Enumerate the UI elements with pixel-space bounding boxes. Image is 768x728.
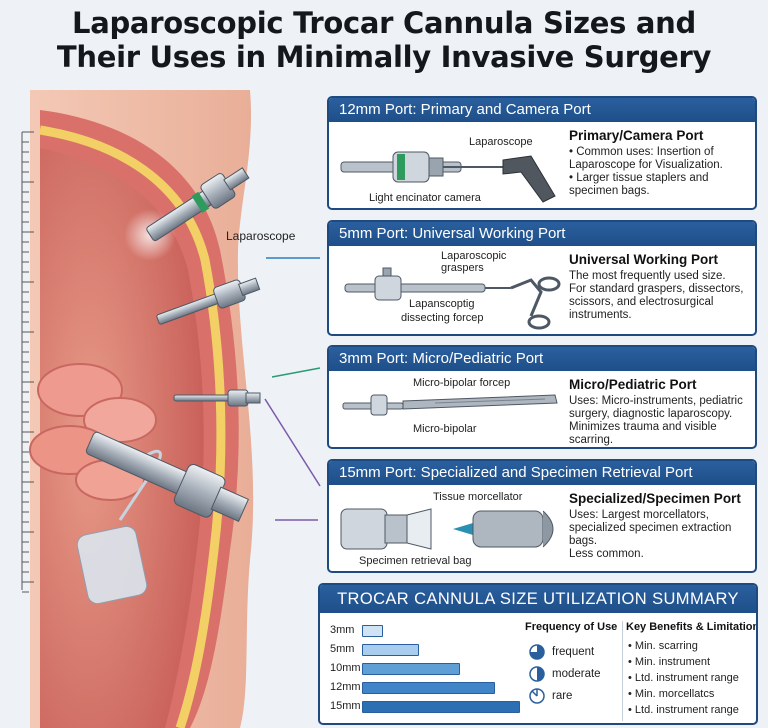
summary-divider	[622, 621, 623, 721]
panel-5mm-callout-4: dissecting forcep	[401, 312, 484, 324]
size-bar	[362, 663, 460, 675]
abdomen-illustration: Laparoscope	[0, 90, 330, 728]
panel-15mm: 15mm Port: Specialized and Specimen Retr…	[327, 459, 757, 573]
laparoscope-illus-label: Laparoscope	[226, 229, 296, 243]
key-benefit-item: • Ltd. instrument range	[628, 704, 739, 716]
laparoscope-instrument-icon	[340, 151, 556, 203]
pie-moderate-icon	[529, 666, 545, 682]
page-title: Laparoscopic Trocar Cannula Sizes and Th…	[0, 6, 768, 74]
panel-12mm-callout-1: Laparoscope	[469, 136, 533, 148]
panel-15mm-desc-line: specialized specimen extraction bags.	[569, 522, 732, 547]
frequency-title: Frequency of Use	[525, 621, 618, 633]
frequency-label: rare	[552, 690, 573, 702]
panel-15mm-desc-title: Specialized/Specimen Port	[569, 491, 741, 506]
panel-5mm-header: 5mm Port: Universal Working Port	[329, 222, 755, 246]
panel-5mm-desc-line: instruments.	[569, 309, 632, 321]
panel-3mm-desc-line: Uses: Micro-instruments, pediatric	[569, 395, 743, 407]
pie-rare-icon	[529, 688, 545, 704]
panel-3mm-desc-line: Minimizes trauma and visible scarring.	[569, 421, 717, 446]
panel-12mm-desc-line: specimen bags.	[569, 185, 650, 197]
trocar-12mm	[124, 167, 250, 261]
frequency-label: frequent	[552, 646, 595, 658]
panel-12mm-header: 12mm Port: Primary and Camera Port	[329, 98, 755, 122]
morcellator-instrument-icon	[340, 508, 554, 550]
panel-5mm-callout-1: Laparoscopic	[441, 250, 507, 262]
size-bar	[362, 701, 520, 713]
ruler	[21, 131, 34, 593]
panel-5mm-desc-title: Universal Working Port	[569, 252, 719, 267]
panel-12mm-desc-line: • Larger tissue staplers and	[569, 172, 709, 184]
key-benefits-title: Key Benefits & Limitations	[626, 621, 758, 633]
panel-12mm: 12mm Port: Primary and Camera Port Lapar…	[327, 96, 757, 210]
key-benefit-item: • Min. scarring	[628, 640, 698, 652]
trocar-3mm	[173, 389, 261, 407]
panel-3mm-desc-line: surgery, diagnostic laparoscopy.	[569, 408, 733, 420]
panel-5mm-callout-3: Lapanscoptig	[409, 298, 475, 310]
trocar-5mm	[156, 277, 261, 325]
panel-3mm-header: 3mm Port: Micro/Pediatric Port	[329, 347, 755, 371]
panel-12mm-desc-line: Laparoscope for Visualization.	[569, 159, 723, 171]
size-bar	[362, 625, 383, 637]
panel-15mm-desc-line: Uses: Largest morcellators,	[569, 509, 709, 521]
panel-5mm: 5mm Port: Universal Working Port Laparos…	[327, 220, 757, 336]
panel-12mm-desc-title: Primary/Camera Port	[569, 128, 704, 143]
panel-5mm-desc-line: scissors, and electrosurgical	[569, 296, 714, 308]
panel-3mm-callout-1: Micro-bipolar forcep	[413, 377, 511, 389]
size-bar	[362, 682, 495, 694]
panel-15mm-header: 15mm Port: Specialized and Specimen Retr…	[329, 461, 755, 485]
size-label: 12mm	[330, 681, 361, 693]
panel-5mm-desc-line: For standard graspers, dissectors,	[569, 283, 744, 295]
grasper-instrument-icon	[344, 267, 561, 330]
size-bar	[362, 644, 419, 656]
panel-15mm-desc-line: Less common.	[569, 548, 644, 560]
size-label: 15mm	[330, 700, 361, 712]
title-line-1: Laparoscopic Trocar Cannula Sizes and	[72, 6, 696, 40]
key-benefit-item: • Min. morcellatcs	[628, 688, 715, 700]
title-line-2: Their Uses in Minimally Invasive Surgery	[56, 40, 712, 74]
panel-3mm: 3mm Port: Micro/Pediatric Port Micro-bip…	[327, 345, 757, 449]
panel-3mm-callout-2: Micro-bipolar	[413, 423, 477, 435]
panel-12mm-callout-2: Light encinator camera	[369, 192, 481, 204]
size-label: 10mm	[330, 662, 361, 674]
key-benefit-item: • Ltd. instrument range	[628, 672, 739, 684]
size-label: 3mm	[330, 624, 355, 636]
micro-forcep-instrument-icon	[342, 394, 558, 416]
utilization-summary: TROCAR CANNULA SIZE UTILIZATION SUMMARY …	[318, 583, 758, 725]
key-benefit-item: • Min. instrument	[628, 656, 711, 668]
size-label: 5mm	[330, 643, 355, 655]
frequency-label: moderate	[552, 668, 601, 680]
panel-15mm-callout-2: Specimen retrieval bag	[359, 555, 472, 567]
abdomen-cross-section: Laparoscope	[21, 90, 321, 728]
panel-5mm-callout-2: graspers	[441, 262, 484, 274]
trocar-15mm	[76, 431, 250, 605]
pie-frequent-icon	[529, 644, 545, 660]
summary-header: TROCAR CANNULA SIZE UTILIZATION SUMMARY	[320, 585, 756, 613]
panel-12mm-desc-line: • Common uses: Insertion of	[569, 146, 714, 158]
panel-3mm-desc-title: Micro/Pediatric Port	[569, 377, 697, 392]
panel-5mm-desc-line: The most frequently used size.	[569, 270, 726, 282]
panel-15mm-callout-1: Tissue morcellator	[433, 491, 523, 503]
